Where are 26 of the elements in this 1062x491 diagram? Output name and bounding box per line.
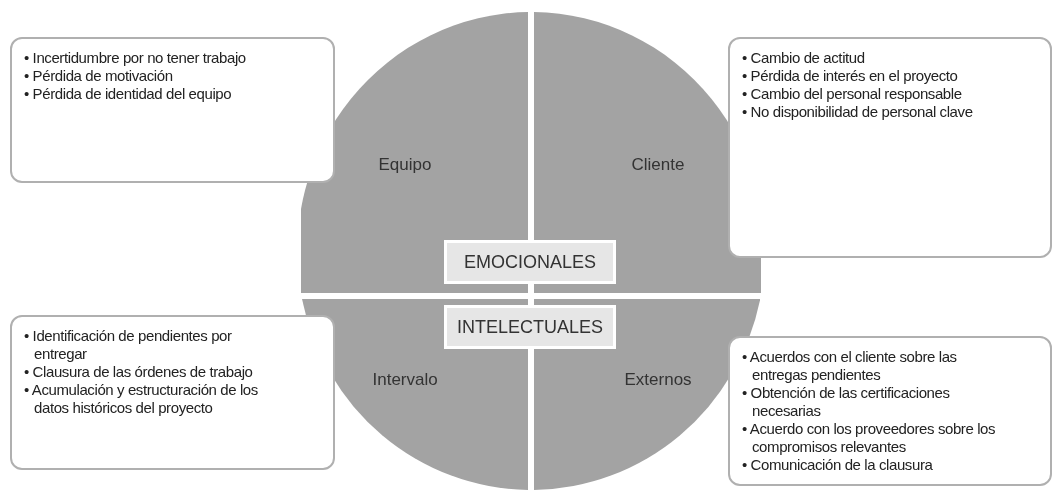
bullet-item: • Comunicación de la clausura	[742, 456, 934, 474]
bullet-item: • Obtención de las certificaciones necesarias	[742, 384, 951, 420]
quadrant-label: Cliente	[631, 155, 685, 175]
category-label: EMOCIONALES	[464, 251, 596, 273]
bullet-item: • Identificación de pendientes por entregar	[24, 327, 233, 363]
bullet-list-box	[728, 336, 1052, 486]
category-box	[444, 305, 616, 349]
bullet-item: • Cambio de actitud	[742, 49, 866, 67]
bullet-list-box	[728, 37, 1052, 258]
category-label: INTELECTUALES	[456, 316, 603, 338]
category-box	[444, 240, 616, 284]
bullet-list-box	[10, 315, 335, 470]
bullet-item: • Acumulación y estructuración de los datos históricos del proyecto	[24, 381, 259, 417]
bullet-item: • Clausura de las órdenes de trabajo	[24, 363, 254, 381]
quadrant-label: Equipo	[378, 155, 432, 175]
bullet-item: • Acuerdos con el cliente sobre las entregas pendientes	[742, 348, 958, 384]
bullet-list-box	[10, 37, 335, 183]
bullet-item: • Acuerdo con los proveedores sobre los compromisos relevantes	[742, 420, 997, 456]
quadrant-label: Externos	[624, 370, 692, 390]
bullet-item: • Pérdida de interés en el proyecto	[742, 67, 959, 85]
bullet-item: • Pérdida de motivación	[24, 67, 174, 85]
bullet-item: • Pérdida de identidad del equipo	[24, 85, 233, 103]
bullet-item: • No disponibilidad de personal clave	[742, 103, 974, 121]
quadrant-label: Intervalo	[372, 370, 438, 390]
bullet-item: • Incertidumbre por no tener trabajo	[24, 49, 247, 67]
bullet-item: • Cambio del personal responsable	[742, 85, 963, 103]
